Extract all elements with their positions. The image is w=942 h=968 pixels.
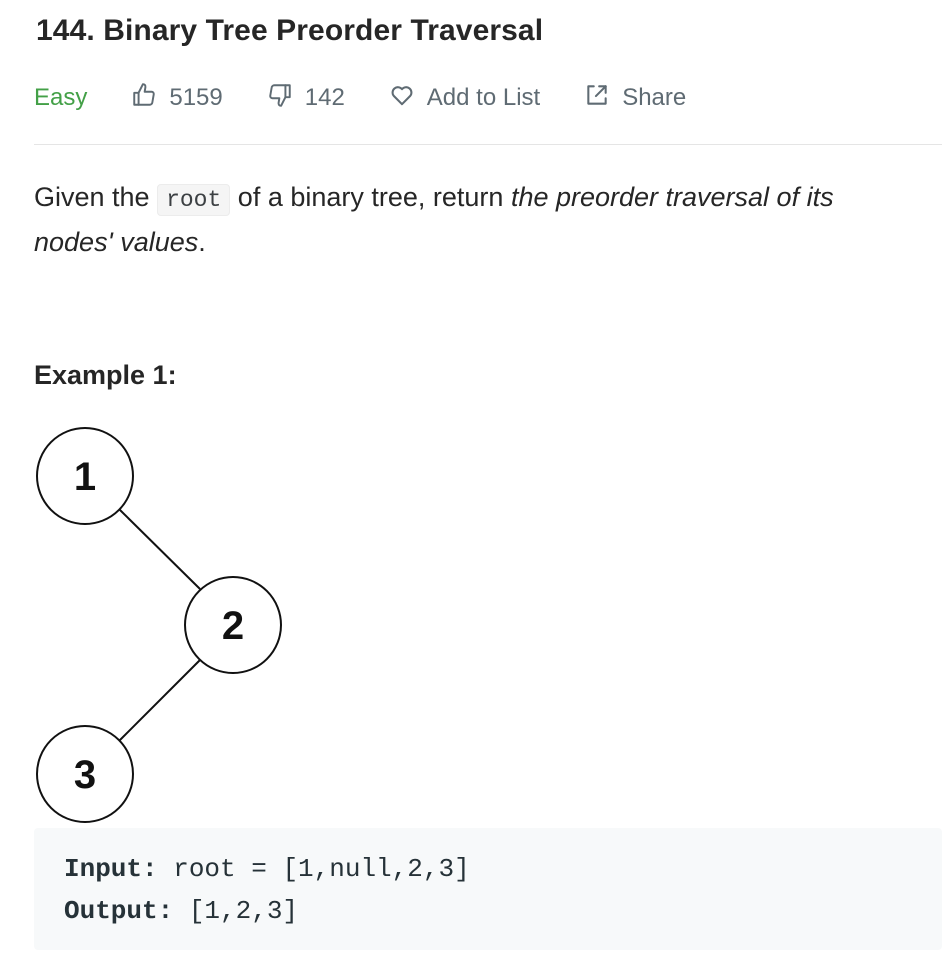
tree-node-2 bbox=[184, 576, 282, 674]
tree-node-3 bbox=[36, 725, 134, 823]
thumbs-down-icon bbox=[267, 82, 305, 115]
header-divider bbox=[34, 144, 942, 145]
share-icon bbox=[584, 82, 622, 115]
description-emphasis: the preorder traversal of its nodes' val… bbox=[34, 182, 834, 257]
dislike-count: 142 bbox=[304, 84, 345, 111]
problem-description: Given the root of a binary tree, return … bbox=[34, 176, 914, 263]
description-text: . bbox=[198, 227, 206, 257]
thumbs-up-icon bbox=[131, 82, 169, 115]
input-value: root = [1,null,2,3] bbox=[157, 854, 470, 884]
tree-edge-1-2 bbox=[119, 509, 201, 590]
example-output-line: Output: [1,2,3] bbox=[64, 890, 912, 932]
binary-tree-diagram: 1 2 3 bbox=[36, 427, 282, 823]
add-to-list-label: Add to List bbox=[426, 84, 541, 111]
add-to-list-button[interactable]: Add to List bbox=[389, 82, 540, 115]
example-input-line: Input: root = [1,null,2,3] bbox=[64, 848, 912, 890]
tree-node-label-1: 1 bbox=[74, 455, 96, 499]
output-label: Output: bbox=[64, 896, 174, 926]
description-text: of a binary tree, return bbox=[230, 182, 511, 212]
tree-node-1 bbox=[36, 427, 134, 525]
like-button[interactable]: 5159 bbox=[131, 82, 223, 115]
heart-icon bbox=[389, 82, 427, 115]
description-text: Given the bbox=[34, 182, 158, 212]
problem-meta-bar: Easy 5159 142 bbox=[34, 80, 942, 116]
difficulty-badge: Easy bbox=[34, 84, 88, 111]
tree-node-label-3: 3 bbox=[74, 753, 96, 797]
example-heading: Example 1: bbox=[34, 360, 177, 390]
tree-node-label-2: 2 bbox=[222, 604, 244, 648]
dislike-button[interactable]: 142 bbox=[267, 82, 345, 115]
input-label: Input: bbox=[64, 854, 158, 884]
tree-edge-2-3 bbox=[119, 659, 201, 741]
example-io-block: Input: root = [1,null,2,3] Output: [1,2,… bbox=[34, 828, 942, 950]
problem-page: 144. Binary Tree Preorder Traversal Easy… bbox=[34, 0, 942, 968]
problem-title: 144. Binary Tree Preorder Traversal bbox=[36, 14, 544, 47]
like-count: 5159 bbox=[169, 84, 223, 111]
share-button[interactable]: Share bbox=[584, 82, 686, 115]
output-value: [1,2,3] bbox=[173, 896, 299, 926]
inline-code-root: root bbox=[157, 184, 231, 216]
share-label: Share bbox=[622, 84, 687, 111]
